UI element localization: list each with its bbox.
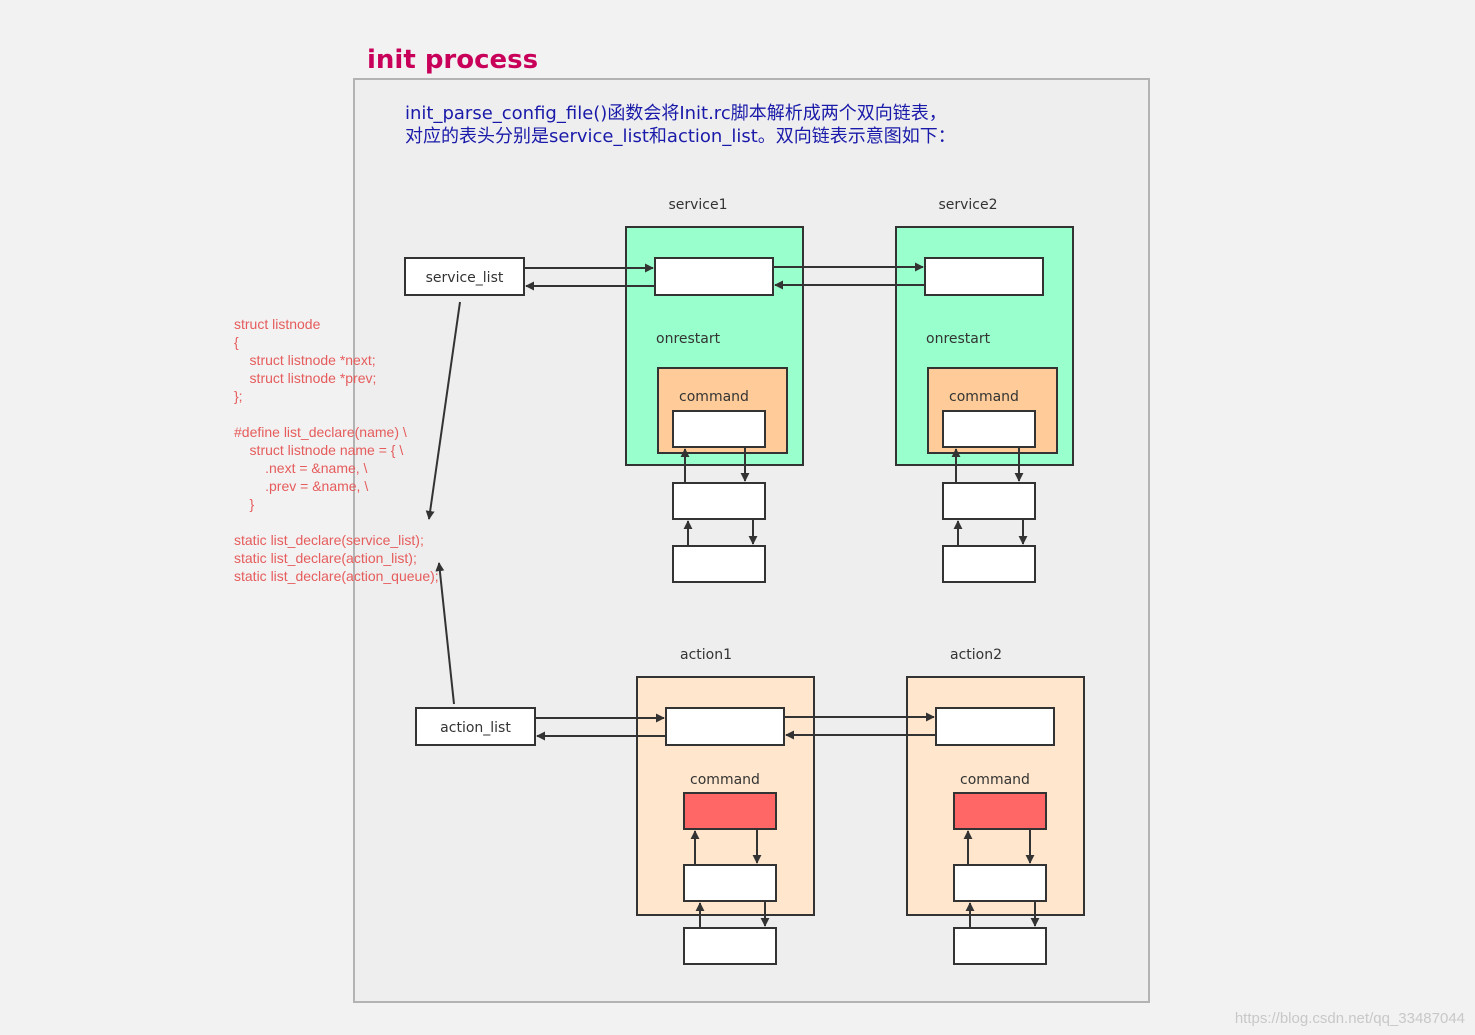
action1-command-head <box>683 792 777 830</box>
code-line: static list_declare(action_list); <box>234 550 417 566</box>
code-line: struct listnode name = { \ <box>234 442 403 458</box>
description-line-2: 对应的表头分别是service_list和action_list。双向链表示意图… <box>405 126 956 147</box>
code-line: } <box>234 496 255 512</box>
service2-command-node-1 <box>942 482 1036 520</box>
service-list-to-struct-arrow <box>425 301 461 520</box>
service1-command-node-2 <box>672 545 766 583</box>
code-line: struct listnode <box>234 316 321 332</box>
action2-command-node-1 <box>953 864 1047 902</box>
service1-command-head <box>672 410 766 448</box>
service1-listnode <box>654 257 774 296</box>
action1-command-node-1 <box>683 864 777 902</box>
action1-label: action1 <box>680 647 732 663</box>
service1-label: service1 <box>668 197 727 213</box>
action-list-label: action_list <box>440 720 511 736</box>
service2-command-label: command <box>949 389 1019 405</box>
action2-label: action2 <box>950 647 1002 663</box>
service2-onrestart-label: onrestart <box>926 331 991 347</box>
code-line: .next = &name, \ <box>234 460 368 476</box>
service1-command-node-1 <box>672 482 766 520</box>
description-line-1: init_parse_config_file()函数会将Init.rc脚本解析成… <box>405 103 947 124</box>
action2-command-node-2 <box>953 927 1047 965</box>
action1-command-node-2 <box>683 927 777 965</box>
action-list-head <box>415 707 536 746</box>
code-line: { <box>234 334 239 350</box>
code-line: }; <box>234 388 243 404</box>
action2-command-label: command <box>960 772 1030 788</box>
code-line: #define list_declare(name) \ <box>234 424 407 440</box>
service1-onrestart-label: onrestart <box>656 331 721 347</box>
service-list-head <box>404 257 525 296</box>
service2-listnode <box>924 257 1044 296</box>
service2-command-head <box>942 410 1036 448</box>
code-line: .prev = &name, \ <box>234 478 368 494</box>
code-line: static list_declare(service_list); <box>234 532 424 548</box>
service-list-links <box>425 262 1028 546</box>
service-list-label: service_list <box>426 270 504 286</box>
action1-command-label: command <box>690 772 760 788</box>
action2-command-head <box>953 792 1047 830</box>
diagram-title: init process <box>367 45 538 75</box>
service2-label: service2 <box>938 197 997 213</box>
action-list-to-struct-arrow <box>435 562 455 705</box>
action-list-links <box>435 562 1040 928</box>
service2-command-node-2 <box>942 545 1036 583</box>
service1-command-label: command <box>679 389 749 405</box>
listnode-code-block: struct listnode{ struct listnode *next; … <box>234 316 439 584</box>
watermark: https://blog.csdn.net/qq_33487044 <box>1235 1010 1465 1027</box>
action2-listnode <box>935 707 1055 746</box>
code-line: static list_declare(action_queue); <box>234 568 439 584</box>
action1-listnode <box>665 707 785 746</box>
code-line: struct listnode *next; <box>234 352 376 368</box>
code-line: struct listnode *prev; <box>234 370 376 386</box>
